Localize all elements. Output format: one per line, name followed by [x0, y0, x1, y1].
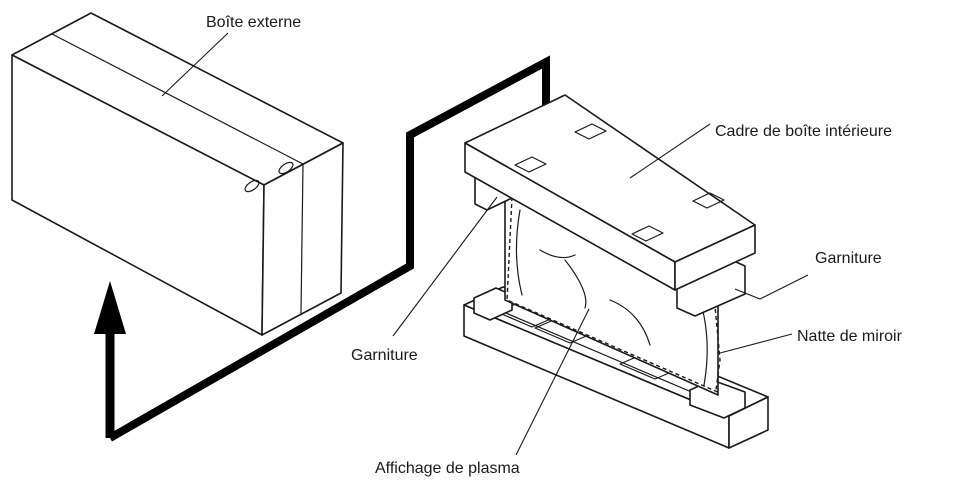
- leader-inner-frame: [629, 123, 711, 179]
- inner-box-frame: [464, 94, 756, 291]
- label-packing-right: Garniture: [815, 250, 882, 267]
- label-outer-box: Boîte externe: [206, 14, 301, 31]
- label-mirror-mat: Natte de miroir: [797, 328, 903, 345]
- leader-plasma-display: [515, 308, 590, 456]
- label-packing-left: Garniture: [351, 347, 418, 364]
- leader-outer-box: [161, 32, 229, 97]
- label-plasma-display: Affichage de plasma: [375, 460, 520, 477]
- outer-box: [11, 12, 344, 336]
- thick-arrow-up-icon: [94, 55, 550, 442]
- inner-package: [463, 94, 769, 449]
- leader-mirror-mat: [719, 333, 793, 354]
- leader-packing-right: [734, 274, 809, 300]
- label-inner-box-frame: Cadre de boîte intérieure: [715, 123, 892, 140]
- leader-lines: [161, 32, 809, 456]
- leader-packing-left: [392, 196, 498, 337]
